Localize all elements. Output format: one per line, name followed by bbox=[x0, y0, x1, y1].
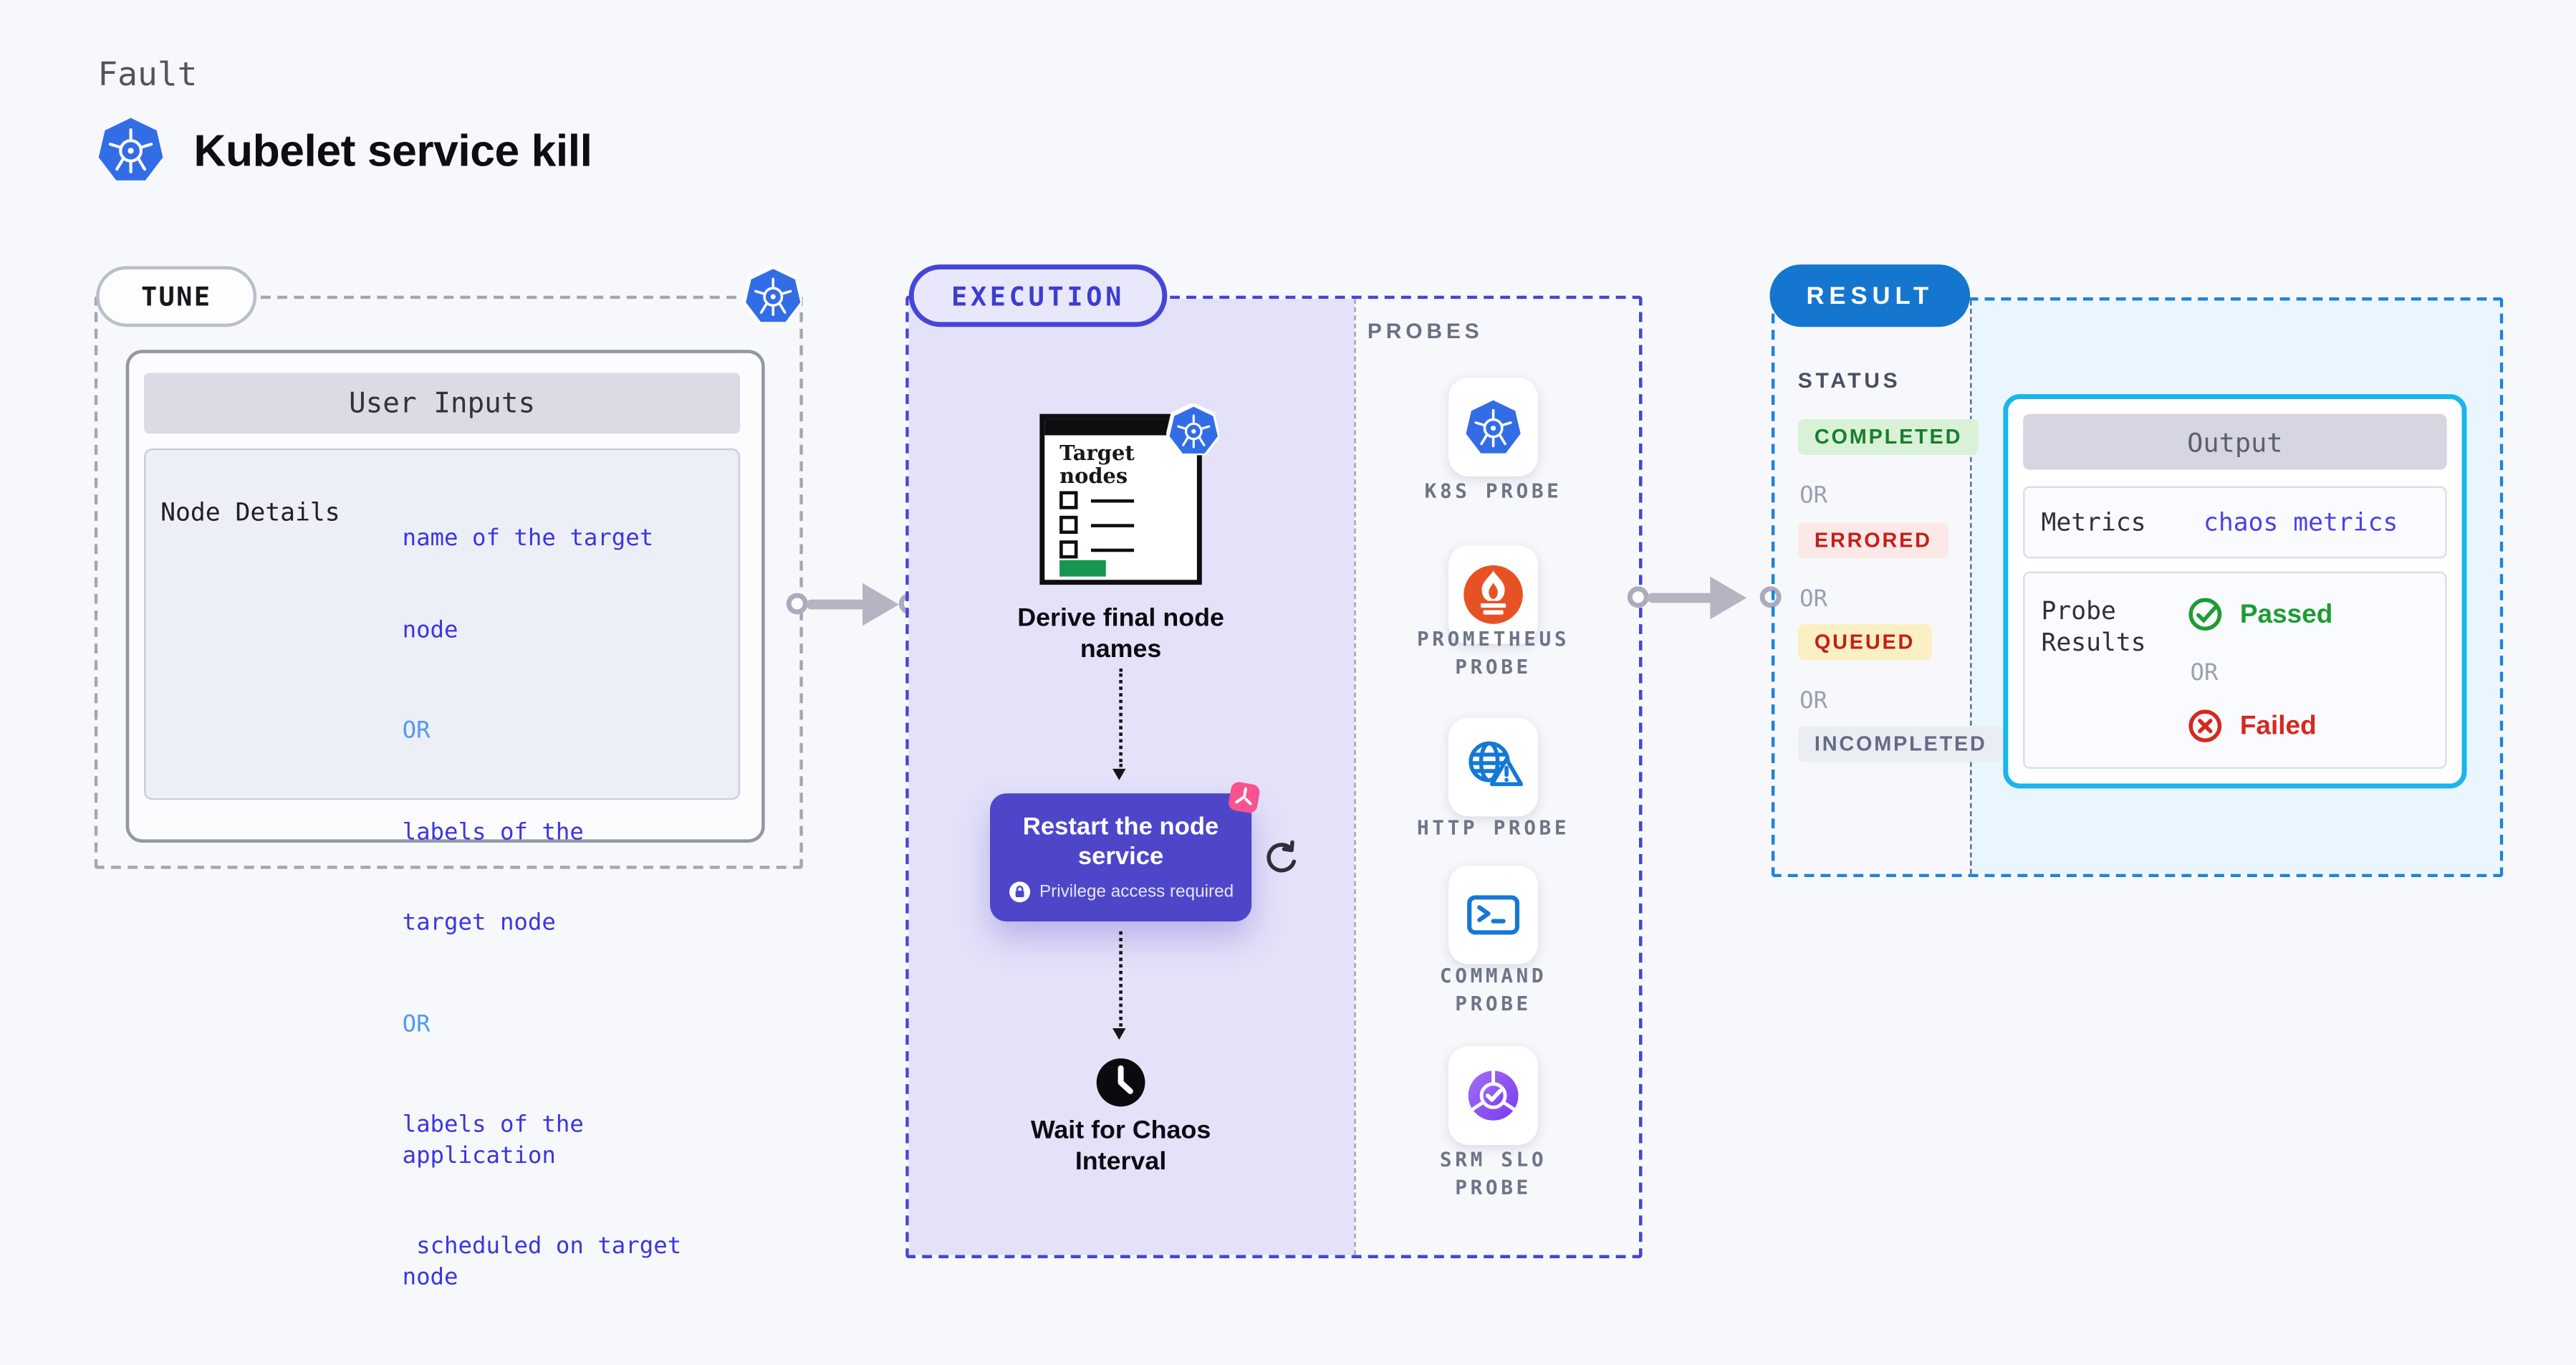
result-divider bbox=[1970, 300, 1972, 874]
failed-label: Failed bbox=[2239, 712, 2317, 741]
node-checkbox-row bbox=[1059, 540, 1135, 559]
srm-slo-icon bbox=[1458, 1061, 1528, 1130]
prometheus-icon bbox=[1462, 563, 1525, 626]
checkbox-icon bbox=[1059, 491, 1078, 509]
node-details-values: name of the target node OR labels of the… bbox=[403, 463, 727, 1353]
probe-label: K8S PROBE bbox=[1424, 479, 1562, 503]
result-badge: RESULT bbox=[1769, 264, 1971, 327]
node-details-label: Node Details bbox=[160, 497, 340, 527]
checkbox-icon bbox=[1059, 540, 1078, 559]
checkbox-icon bbox=[1059, 515, 1078, 535]
probe-card-http bbox=[1448, 717, 1538, 817]
node-line bbox=[1090, 523, 1135, 527]
probe-card-k8s bbox=[1448, 378, 1538, 476]
flow-dotted-arrowhead bbox=[1112, 1028, 1126, 1040]
flow-arrow-head bbox=[1710, 576, 1747, 620]
or-separator: OR bbox=[402, 1010, 431, 1038]
value-line: node bbox=[402, 616, 458, 643]
k8s-icon bbox=[1465, 399, 1522, 455]
probe-results-label: Probe Results bbox=[2041, 596, 2146, 657]
http-globe-warning-icon bbox=[1460, 734, 1526, 800]
restart-node-service-step: Restart the node service Privilege acces… bbox=[990, 793, 1252, 922]
kubernetes-icon bbox=[1169, 406, 1219, 455]
connector-ring bbox=[1759, 586, 1782, 608]
status-badge-queued: QUEUED bbox=[1797, 624, 1932, 661]
node-details-row bbox=[144, 448, 741, 800]
or-separator: OR bbox=[1799, 482, 1828, 509]
flow-dotted-connector bbox=[1119, 931, 1123, 1027]
flow-arrow-head bbox=[862, 583, 899, 626]
flow-arrow-line bbox=[1647, 593, 1714, 603]
tune-badge: TUNE bbox=[96, 266, 257, 327]
execution-badge: EXECUTION bbox=[908, 264, 1168, 327]
check-circle-icon bbox=[2187, 596, 2224, 632]
node-line bbox=[1090, 498, 1135, 502]
fault-kind-label: Fault bbox=[97, 54, 198, 94]
or-separator: OR bbox=[1799, 586, 1828, 613]
lock-icon bbox=[1008, 881, 1031, 904]
page-title: Kubelet service kill bbox=[193, 126, 592, 176]
target-nodes-title: Target nodes bbox=[1059, 440, 1135, 488]
value-line: scheduled on target node bbox=[402, 1233, 696, 1290]
passed-label: Passed bbox=[2239, 601, 2333, 629]
x-circle-icon bbox=[2187, 708, 2224, 744]
flow-arrow-line bbox=[806, 599, 866, 610]
status-heading: STATUS bbox=[1797, 368, 1901, 393]
derive-node-names-caption: Derive final node names bbox=[1017, 604, 1224, 664]
flow-dotted-arrowhead bbox=[1112, 768, 1126, 780]
kubernetes-logo-icon bbox=[97, 117, 163, 183]
probes-heading: PROBES bbox=[1367, 318, 1484, 344]
tune-section bbox=[94, 295, 803, 869]
value-line: labels of the bbox=[402, 818, 584, 846]
privilege-note: Privilege access required bbox=[1039, 882, 1234, 902]
status-badge-errored: ERRORED bbox=[1797, 522, 1948, 559]
connector-ring bbox=[786, 593, 808, 615]
metrics-value: chaos metrics bbox=[2203, 507, 2398, 537]
or-separator: OR bbox=[1799, 688, 1828, 715]
connector-ring bbox=[1627, 586, 1649, 608]
probe-label: COMMAND PROBE bbox=[1439, 964, 1547, 1015]
probe-card-prometheus bbox=[1448, 545, 1538, 644]
wait-chaos-interval-caption: Wait for Chaos Interval bbox=[1030, 1116, 1211, 1177]
node-line bbox=[1090, 547, 1135, 552]
chaos-icon bbox=[1224, 777, 1264, 818]
status-badge-incompleted: INCOMPLETED bbox=[1797, 726, 2004, 762]
node-checkbox-row bbox=[1059, 515, 1135, 535]
user-inputs-header: User Inputs bbox=[144, 373, 741, 434]
retry-loop-icon bbox=[1261, 839, 1301, 878]
confirm-button-shape bbox=[1059, 560, 1106, 577]
or-separator: OR bbox=[2190, 660, 2219, 687]
probe-card-srm-slo bbox=[1448, 1046, 1538, 1145]
flow-dotted-connector bbox=[1119, 669, 1123, 767]
or-separator: OR bbox=[402, 717, 431, 744]
kubernetes-icon bbox=[745, 268, 802, 324]
window-titlebar bbox=[1044, 418, 1197, 436]
probe-label: HTTP PROBE bbox=[1416, 816, 1570, 840]
probe-results-row: Probe Results Passed OR Failed bbox=[2023, 571, 2447, 769]
probe-label: SRM SLO PROBE bbox=[1439, 1148, 1547, 1199]
probes-divider bbox=[1354, 299, 1356, 1255]
metrics-label: Metrics bbox=[2041, 507, 2146, 537]
value-line: name of the target bbox=[402, 525, 654, 552]
restart-step-title: Restart the node service bbox=[1022, 813, 1219, 871]
status-badge-completed: COMPLETED bbox=[1797, 418, 1979, 456]
terminal-icon bbox=[1462, 883, 1525, 946]
node-checkbox-row bbox=[1059, 491, 1135, 509]
value-line: target node bbox=[402, 910, 556, 937]
probe-card-command bbox=[1448, 866, 1538, 964]
output-header: Output bbox=[2023, 413, 2447, 470]
probe-label: PROMETHEUS PROBE bbox=[1416, 627, 1570, 679]
clock-icon bbox=[1095, 1056, 1148, 1108]
metrics-row: Metrics chaos metrics bbox=[2023, 486, 2447, 559]
value-line: labels of the application bbox=[402, 1111, 598, 1169]
